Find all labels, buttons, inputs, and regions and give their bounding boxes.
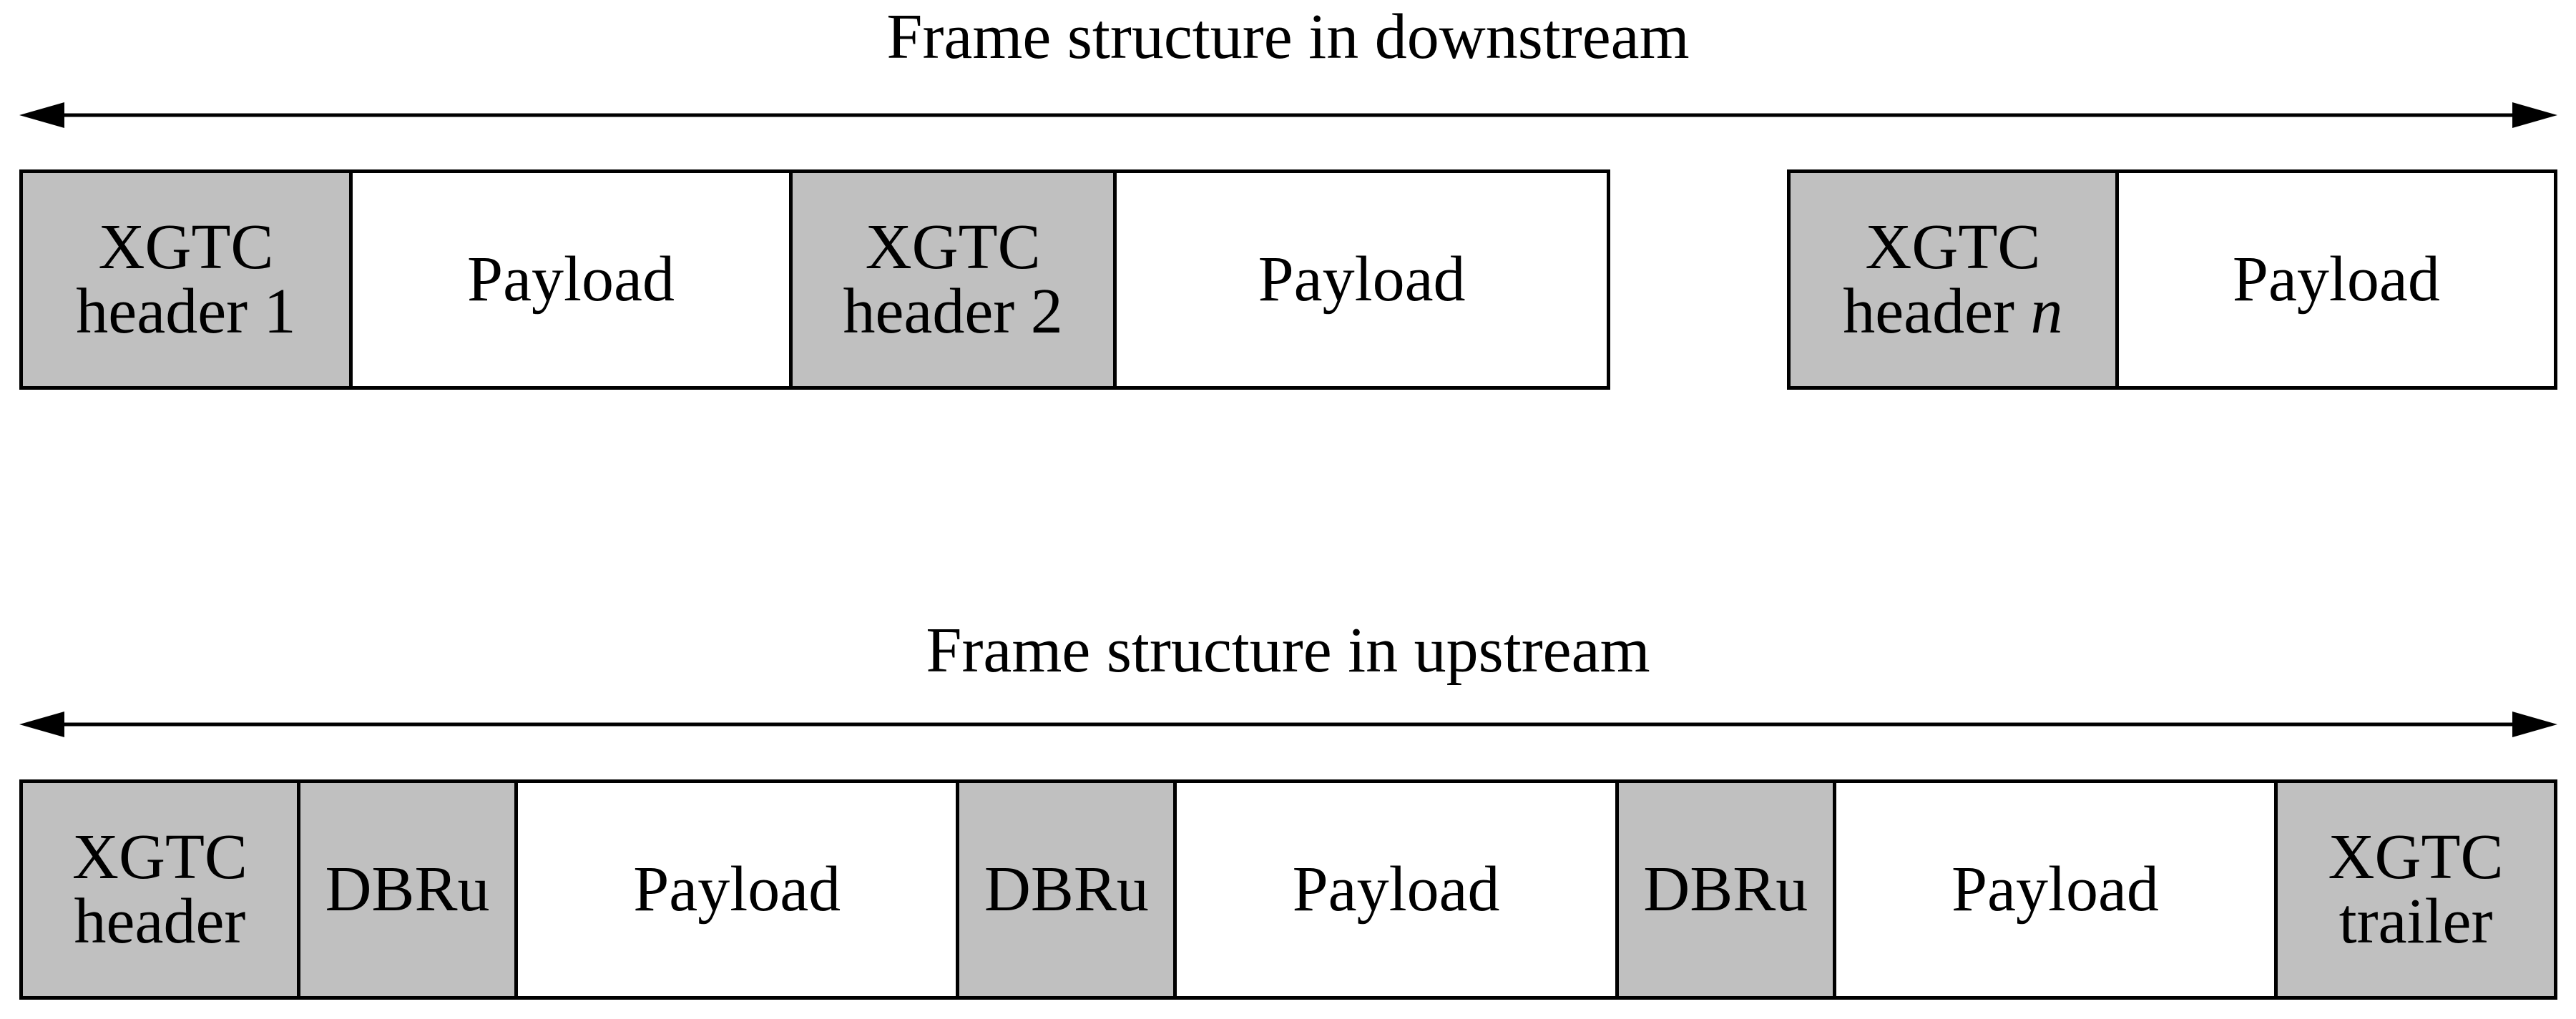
- field-label: DBRu: [325, 857, 489, 922]
- field-label-line1: XGTC: [2328, 822, 2504, 892]
- field-label-line1: DBRu: [1643, 854, 1808, 925]
- field-label-line2-text: header: [1843, 276, 2031, 347]
- field-label-line1: Payload: [467, 244, 675, 315]
- payload-field: Payload: [1173, 783, 1615, 996]
- field-label-line1: XGTC: [865, 212, 1041, 282]
- field-label-line2-text: header 1: [76, 276, 296, 347]
- field-label-line1: Payload: [633, 854, 841, 925]
- field-label: Payload: [1293, 857, 1500, 922]
- field-label-line2: trailer: [2328, 890, 2504, 954]
- field-label-line2: header 2: [843, 280, 1062, 344]
- field-label: DBRu: [984, 857, 1149, 922]
- field-label: Payload: [633, 857, 841, 922]
- field-label-line2-italic: n: [2030, 276, 2063, 347]
- field-label-line2-text: header: [74, 886, 246, 957]
- header-field: DBRu: [1615, 783, 1833, 996]
- field-label-line2: header n: [1843, 280, 2062, 344]
- field-label: DBRu: [1643, 857, 1808, 922]
- upstream-title: Frame structure in upstream: [926, 615, 1650, 686]
- header-field: DBRu: [956, 783, 1174, 996]
- field-label-line2: header: [72, 890, 248, 954]
- field-label-line1: Payload: [1258, 244, 1466, 315]
- field-label: Payload: [1951, 857, 2159, 922]
- downstream-span-arrow: [19, 102, 2557, 128]
- field-label-line2: header 1: [76, 280, 295, 344]
- field-label: Payload: [467, 247, 675, 312]
- field-label-line1: XGTC: [72, 822, 248, 892]
- payload-field: Payload: [2115, 173, 2554, 386]
- payload-field: Payload: [514, 783, 956, 996]
- field-label: Payload: [1258, 247, 1466, 312]
- payload-field: Payload: [1832, 783, 2275, 996]
- field-label: Payload: [2233, 247, 2440, 312]
- field-label-line1: Payload: [1951, 854, 2159, 925]
- field-label-line1: XGTC: [98, 212, 274, 282]
- field-label-line1: DBRu: [984, 854, 1149, 925]
- payload-field: Payload: [348, 173, 790, 386]
- field-label-line2-text: header 2: [843, 276, 1063, 347]
- upstream-span-arrow: [19, 712, 2557, 737]
- field-label-line1: Payload: [1292, 854, 1500, 925]
- payload-field: Payload: [1113, 173, 1607, 386]
- field-label-line1: DBRu: [325, 854, 490, 925]
- field-label-line1: Payload: [2232, 244, 2440, 315]
- field-label-line1: XGTC: [1865, 212, 2041, 282]
- downstream-title: Frame structure in downstream: [886, 1, 1690, 72]
- header-field: DBRu: [296, 783, 515, 996]
- field-label-line2-text: trailer: [2339, 886, 2493, 957]
